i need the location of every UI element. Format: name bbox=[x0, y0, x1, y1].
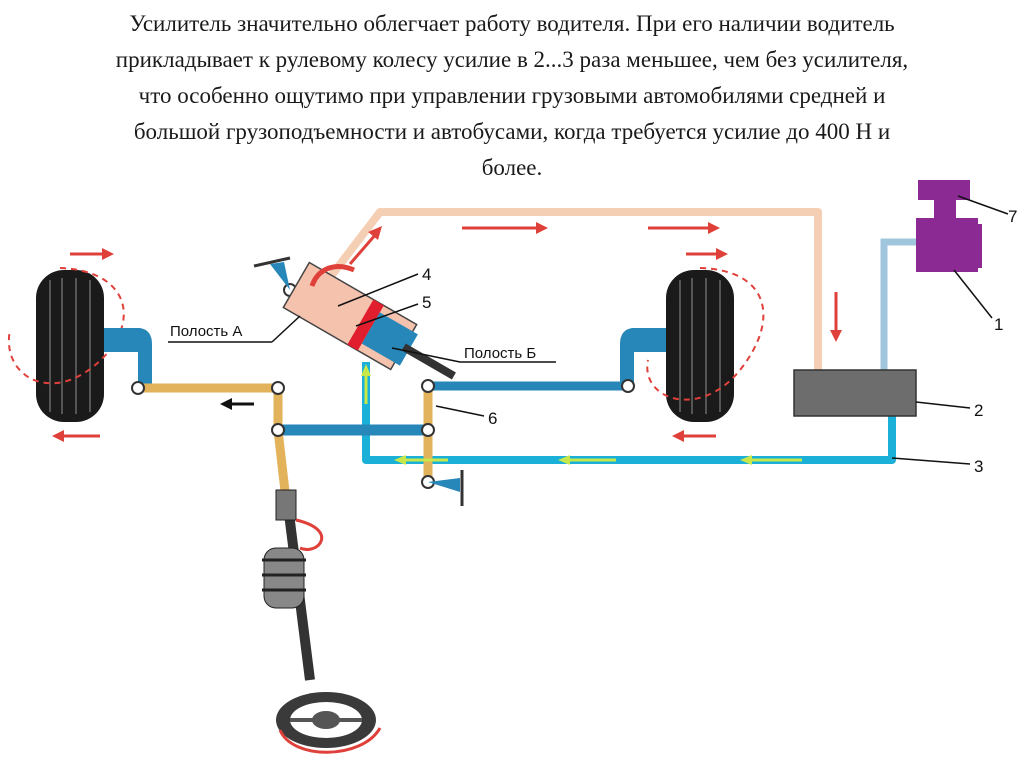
leader-lines bbox=[168, 195, 1009, 465]
caption-line: более. bbox=[481, 155, 543, 180]
left-steering-knuckle bbox=[104, 328, 152, 390]
reservoir bbox=[793, 369, 917, 417]
steering-column bbox=[262, 489, 324, 681]
label-3: 3 bbox=[974, 457, 983, 476]
right-steering-knuckle bbox=[620, 328, 666, 390]
label-1: 1 bbox=[994, 315, 1003, 334]
cylinder-flow-arrow bbox=[309, 264, 356, 287]
label-7: 7 bbox=[1008, 207, 1017, 226]
pump bbox=[916, 180, 982, 272]
pressure-line bbox=[362, 362, 896, 464]
label-4: 4 bbox=[422, 265, 431, 284]
label-2: 2 bbox=[974, 401, 983, 420]
caption-line: прикладывает к рулевому колесу усилие в … bbox=[115, 47, 909, 72]
cavity-a-label: Полость А bbox=[170, 323, 242, 340]
frame-mount-top bbox=[253, 256, 291, 290]
cavity-b-label: Полость Б bbox=[464, 345, 536, 362]
label-5: 5 bbox=[422, 293, 431, 312]
pump-supply-line bbox=[880, 238, 916, 398]
return-line bbox=[324, 208, 822, 372]
label-6: 6 bbox=[488, 409, 497, 428]
caption-line: Усилитель значительно облегчает работу в… bbox=[129, 11, 895, 36]
steering-wheel bbox=[276, 692, 382, 754]
caption-line: большой грузоподъемности и автобусами, к… bbox=[133, 119, 891, 144]
joints bbox=[131, 283, 635, 489]
right-wheel bbox=[646, 267, 765, 422]
flow-arrows bbox=[52, 222, 842, 442]
pitman-arm bbox=[273, 429, 291, 501]
frame-mount-bottom bbox=[428, 470, 464, 506]
linkage-arrow bbox=[220, 398, 254, 410]
caption-line: что особенно ощутимо при управлении груз… bbox=[138, 83, 886, 108]
low-pressure-arrows bbox=[361, 364, 802, 465]
caption: Усилитель значительно облегчает работу в… bbox=[12, 6, 1012, 186]
